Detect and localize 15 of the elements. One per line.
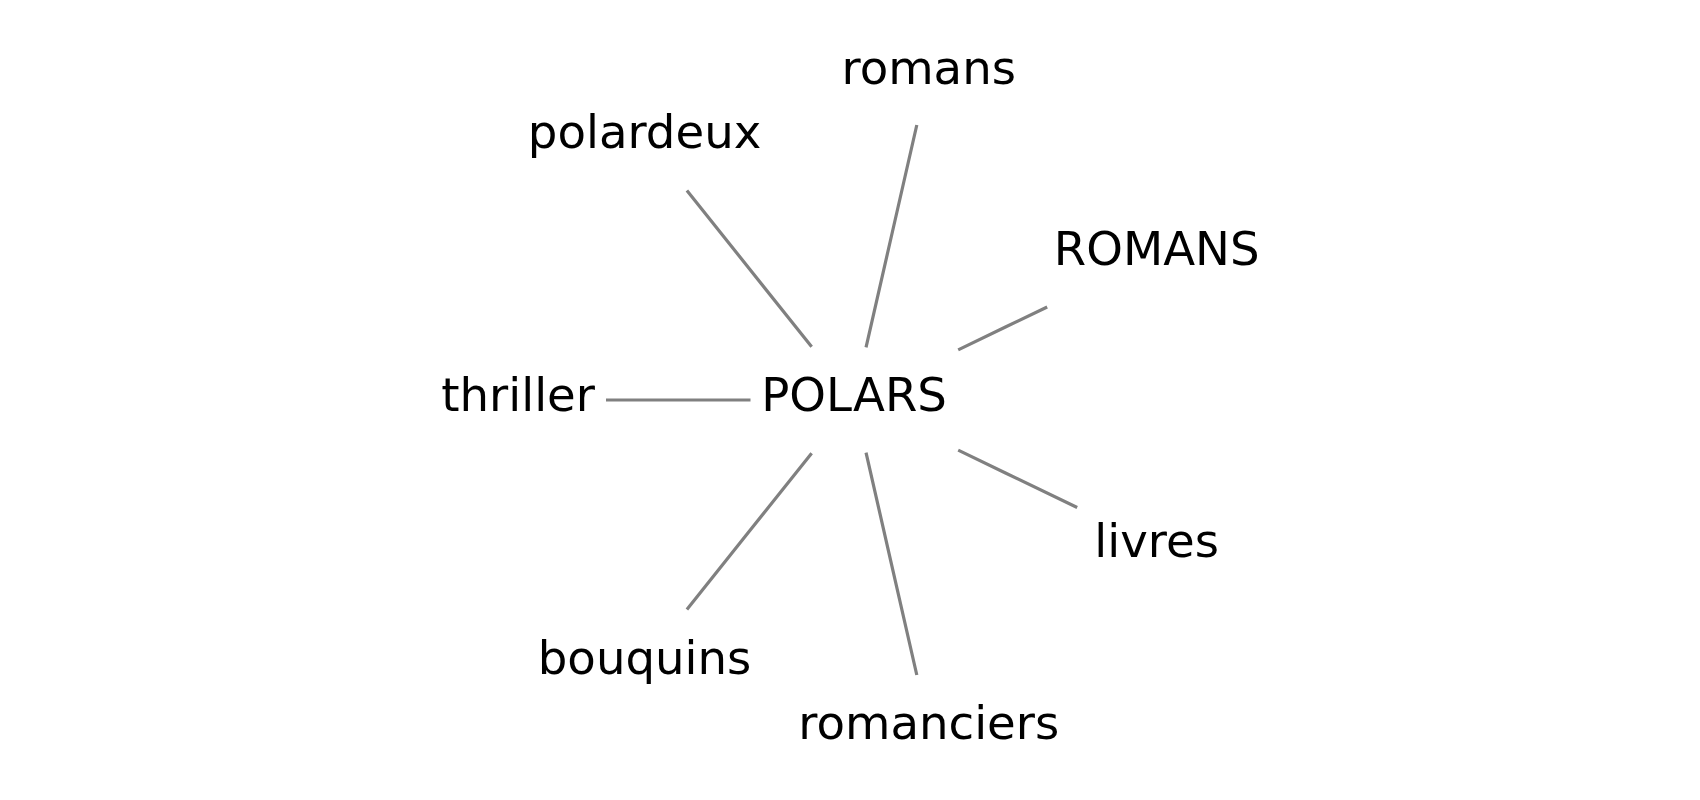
node-text: ROMANS	[1053, 222, 1260, 277]
node-text: livres	[1093, 513, 1219, 568]
node-text: romans	[841, 40, 1016, 95]
connector	[685, 452, 813, 611]
node-text: polardeux	[527, 105, 761, 160]
node-text: POLARS	[760, 368, 947, 423]
connector	[863, 452, 918, 676]
connector	[605, 398, 750, 402]
connector	[957, 305, 1048, 352]
connector	[957, 448, 1078, 509]
node-text: romanciers	[797, 695, 1059, 750]
connector	[863, 124, 918, 348]
node-text: thriller	[440, 368, 595, 423]
node-text: bouquins	[537, 630, 751, 685]
connector	[685, 189, 813, 348]
